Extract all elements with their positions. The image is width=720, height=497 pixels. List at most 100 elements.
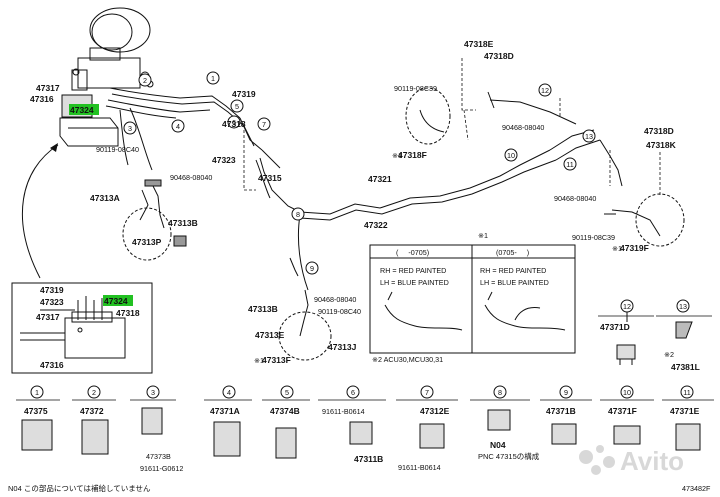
svg-text:91611-B0614: 91611-B0614 [398, 463, 441, 472]
svg-text:47311B: 47311B [354, 454, 383, 464]
label-90119-08c40-b: 90119-08C40 [318, 307, 361, 316]
label-90468-08040-a: 90468-08040 [170, 173, 212, 182]
callout-11: 11 [563, 157, 577, 171]
right-part-13: 13 ※2 47381L [664, 299, 700, 372]
note-star-1a: ※1 [392, 151, 402, 160]
label-90468-08040-d: 90468-08040 [314, 295, 356, 304]
callout-4: 4 [171, 119, 185, 133]
avito-watermark: Avito [579, 445, 684, 476]
svg-text:47371B: 47371B [546, 406, 576, 416]
svg-text:7: 7 [425, 388, 429, 397]
svg-text:47371D: 47371D [600, 322, 630, 332]
svg-text:( -0705): ( -0705) [396, 248, 429, 257]
paint-detail-box [369, 244, 576, 354]
label-47318d-right: 47318D [644, 126, 674, 136]
bottom-part-6: 6 91611-B0614 47311B [322, 385, 383, 464]
svg-text:5: 5 [235, 102, 239, 111]
svg-text:※2: ※2 [664, 350, 674, 359]
right-part-12: 12 47371D [600, 299, 636, 365]
front-brake-tube-bundle [105, 87, 263, 171]
label-90119-08c39-a: 90119-08C39 [394, 84, 437, 93]
svg-text:9: 9 [310, 264, 314, 273]
bottom-part-10: 10 47371F [608, 385, 641, 445]
svg-text:12: 12 [623, 302, 631, 311]
svg-text:※1: ※1 [478, 231, 488, 240]
bottom-part-2: 2 47372 [80, 385, 109, 455]
callout-7: 7 [257, 117, 271, 131]
svg-text:8: 8 [296, 210, 300, 219]
svg-text:N04: N04 [490, 440, 506, 450]
arrow-head-icon [50, 143, 58, 152]
svg-text:13: 13 [585, 132, 593, 141]
callout-2: 2 [138, 73, 152, 87]
svg-text:47381L: 47381L [671, 362, 700, 372]
svg-text:PNC 47315の構成: PNC 47315の構成 [478, 451, 540, 461]
bottom-parts-row: 1 47375 2 47372 3 47373B 91611-G0612 4 4… [21, 385, 701, 473]
label-47313p: 47313P [132, 237, 162, 247]
svg-text:47312E: 47312E [420, 406, 450, 416]
center-brake-tubes [255, 129, 601, 361]
svg-text:LH = BLUE PAINTED: LH = BLUE PAINTED [480, 278, 549, 287]
detail-box-text: ※1 ( -0705) (0705- ) RH = RED PAINTED LH… [372, 231, 549, 364]
svg-text:5: 5 [285, 388, 289, 397]
svg-text:LH = BLUE PAINTED: LH = BLUE PAINTED [380, 278, 449, 287]
bottom-part-7: 7 47312E 91611-B0614 [398, 385, 450, 472]
bottom-part-4: 4 47371A [210, 385, 241, 457]
svg-text:3: 3 [128, 124, 132, 133]
label-47318d-top: 47318D [484, 51, 514, 61]
bottom-part-8: 8 N04 PNC 47315の構成 [478, 385, 540, 461]
svg-text:10: 10 [623, 388, 631, 397]
callout-8: 8 [291, 207, 305, 221]
callout-13: 13 [582, 129, 596, 143]
bottom-part-9: 9 47371B [546, 385, 577, 445]
callout-9: 9 [305, 261, 319, 275]
svg-text:8: 8 [498, 388, 502, 397]
inset-label-47324[interactable]: 47324 [104, 296, 128, 306]
label-47313e: 47313E [255, 330, 285, 340]
svg-text:※2 ACU30,MCU30,31: ※2 ACU30,MCU30,31 [372, 355, 443, 364]
figure-number: 473482F [682, 484, 711, 493]
svg-text:4: 4 [227, 388, 231, 397]
svg-text:9: 9 [564, 388, 568, 397]
label-47313b-lower: 47313B [248, 304, 278, 314]
label-47318: 47318 [222, 119, 246, 129]
callout-circles: 1 2 3 4 5 6 7 8 9 10 11 12 13 [123, 71, 596, 275]
label-47318e: 47318E [464, 39, 494, 49]
part-labels: 47317 47316 47324 90119-08C40 90468-0804… [30, 39, 677, 365]
label-47319: 47319 [232, 89, 256, 99]
svg-text:3: 3 [151, 388, 155, 397]
svg-text:6: 6 [232, 118, 236, 127]
svg-text:47317: 47317 [36, 312, 60, 322]
svg-text:2: 2 [92, 388, 96, 397]
svg-text:47316: 47316 [40, 360, 64, 370]
avito-logo-icon [579, 445, 615, 475]
inset-labels: 47319 47323 47324 47318 47317 47316 [36, 285, 140, 370]
label-47316: 47316 [30, 94, 54, 104]
master-cylinder-assembly [59, 7, 154, 147]
label-47324[interactable]: 47324 [70, 105, 94, 115]
callout-1: 1 [206, 71, 220, 85]
callout-10: 10 [504, 148, 518, 162]
label-90119-08c39-b: 90119-08C39 [572, 233, 615, 242]
svg-text:1: 1 [211, 74, 215, 83]
label-47313a: 47313A [90, 193, 120, 203]
svg-text:RH = RED PAINTED: RH = RED PAINTED [480, 266, 546, 275]
label-90119-08c40: 90119-08C40 [96, 145, 139, 154]
svg-text:1: 1 [35, 388, 39, 397]
svg-text:RH = RED PAINTED: RH = RED PAINTED [380, 266, 446, 275]
svg-text:47371F: 47371F [608, 406, 637, 416]
svg-text:47374B: 47374B [270, 406, 300, 416]
bottom-part-5: 5 47374B [270, 385, 300, 459]
svg-text:47323: 47323 [40, 297, 64, 307]
svg-text:(0705- ): (0705- ) [496, 248, 529, 257]
label-47313j: 47313J [328, 342, 357, 352]
label-47322: 47322 [364, 220, 388, 230]
rear-right-hose-group [405, 87, 685, 247]
callout-3: 3 [123, 121, 137, 135]
label-47317: 47317 [36, 83, 60, 93]
bottom-row-brackets [16, 315, 714, 401]
svg-text:13: 13 [679, 302, 687, 311]
svg-text:10: 10 [507, 151, 515, 160]
leader-lines [243, 58, 661, 196]
